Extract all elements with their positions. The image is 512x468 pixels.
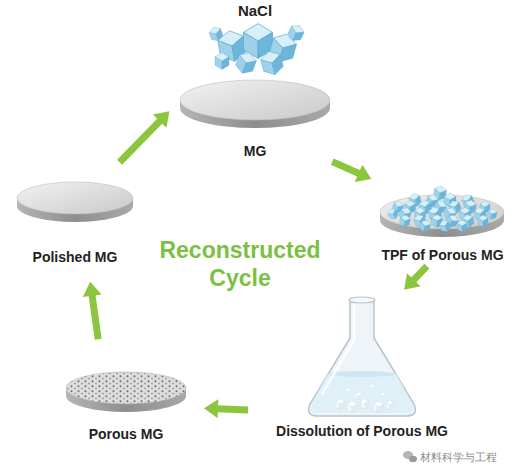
stage-caption: Porous MG: [62, 425, 190, 443]
arrow-head: [404, 273, 421, 290]
watermark: 材料科学与工程: [420, 450, 510, 464]
cycle-title: Reconstructed Cycle: [145, 236, 335, 292]
arrow-head: [153, 111, 170, 128]
stage-node: Polished MG: [10, 168, 140, 266]
watermark-icon: [403, 451, 417, 462]
stage-node: MG: [175, 76, 335, 160]
stage-label: Polished MG: [33, 249, 118, 266]
stage-caption: Polished MG: [10, 248, 140, 266]
polished-disc: [17, 182, 133, 222]
salt-crystals: [208, 22, 306, 77]
arrow-shaft: [92, 295, 98, 339]
process-arrow: [120, 111, 170, 162]
stage-node: TPF of Porous MG: [375, 166, 510, 264]
dissolution-flask: [309, 297, 416, 416]
process-arrow: [83, 282, 102, 339]
porous-disc: [66, 372, 186, 412]
glass-disc: [180, 80, 330, 128]
stage-label: Porous MG: [89, 426, 164, 443]
stage-label: TPF of Porous MG: [381, 247, 503, 264]
stage-node: Dissolution of Porous MG: [262, 292, 462, 440]
stage-caption: TPF of Porous MG: [375, 246, 510, 264]
arrow-shaft: [120, 120, 161, 162]
arrow-shaft: [413, 266, 427, 280]
arrow-head: [83, 282, 102, 297]
process-arrow: [404, 266, 427, 290]
process-arrow: [332, 162, 371, 182]
stage-label: MG: [244, 143, 267, 160]
process-arrow: [204, 399, 248, 418]
arrow-shaft: [217, 409, 248, 410]
reagent-label: NaCl: [205, 2, 305, 20]
arrow-shaft: [332, 162, 359, 174]
arrow-head: [204, 399, 218, 418]
stage-label: Dissolution of Porous MG: [276, 423, 448, 440]
stage-node: Porous MG: [62, 355, 190, 443]
stage-caption: Dissolution of Porous MG: [262, 422, 462, 440]
stage-caption: MG: [175, 142, 335, 160]
arrow-head: [355, 165, 372, 182]
crystal-coated-disc: [380, 185, 504, 237]
